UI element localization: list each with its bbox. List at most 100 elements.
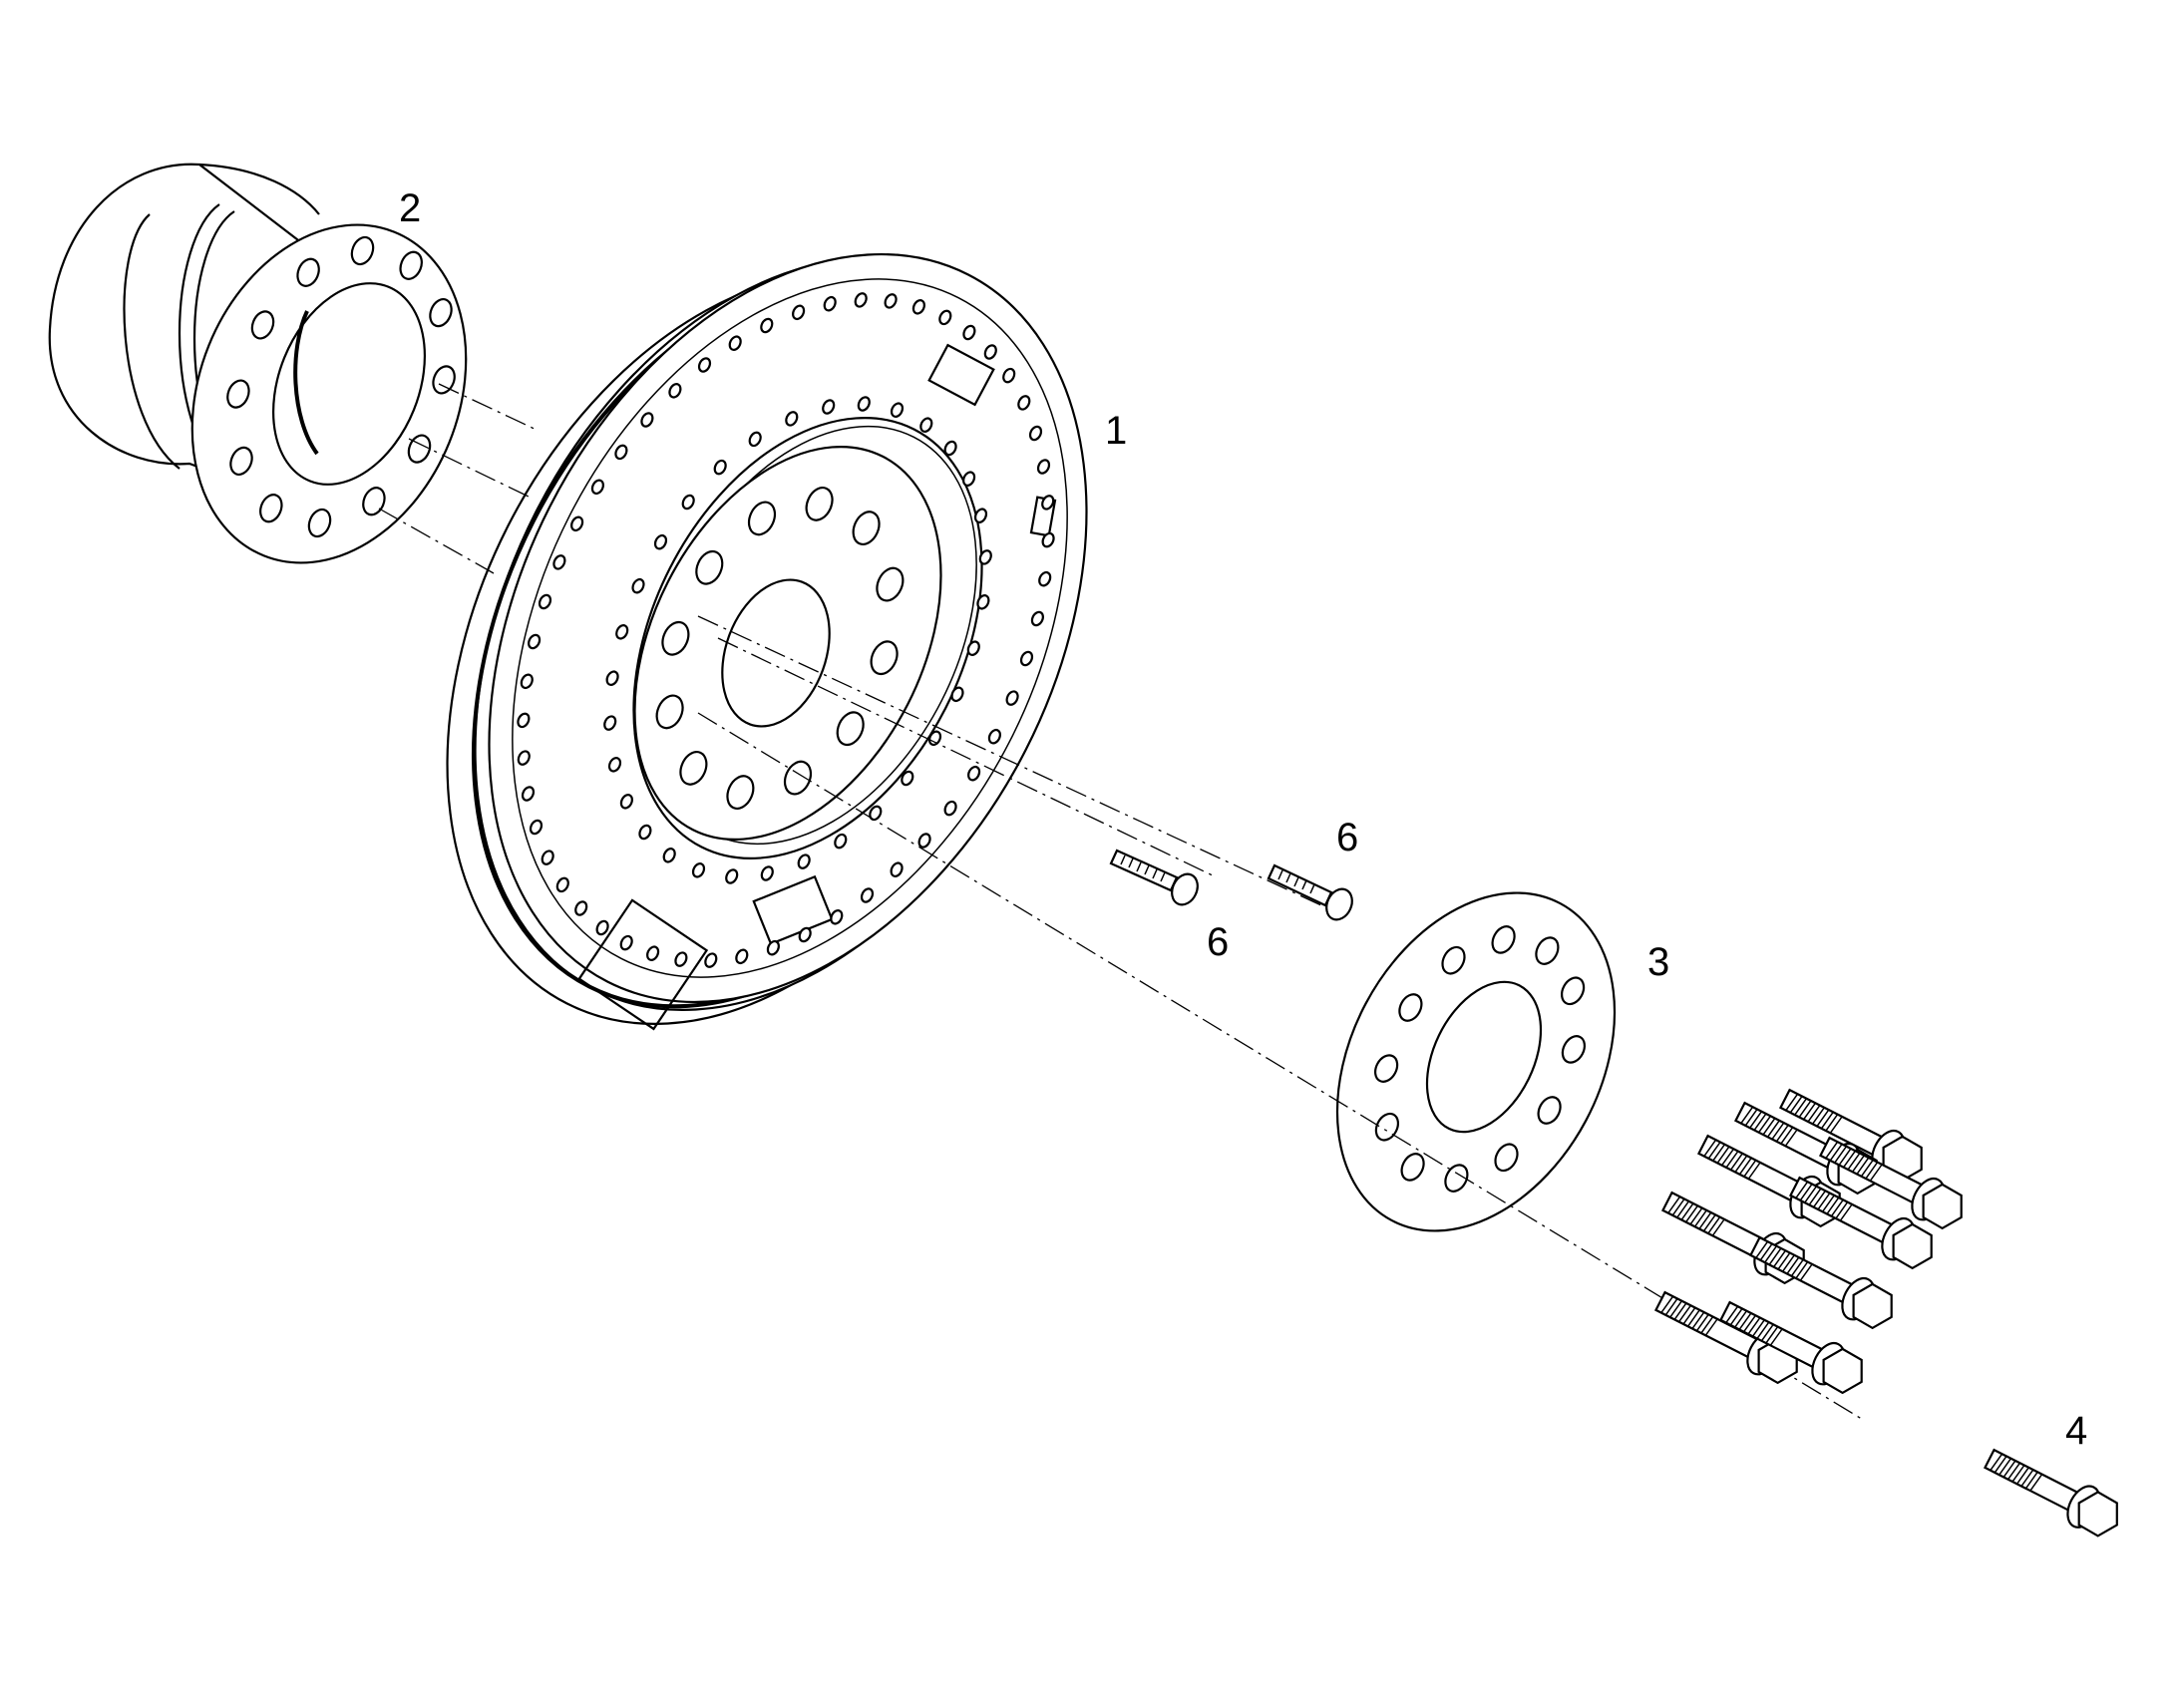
flywheel-rim-hole [595,919,609,936]
flywheel-inner-hole [852,511,881,545]
hub-hole [259,494,283,523]
flywheel-rim-hole [860,887,875,903]
flywheel-rim-hole [943,800,957,817]
washer-hole [1441,945,1466,975]
flywheel-rim-hole [590,479,604,496]
callout-part-2: 2 [399,186,421,230]
flywheel-rim-hole [1017,395,1031,411]
flywheel-inner-hole [661,620,690,656]
flywheel-hub-stud [943,440,957,457]
flywheel-rim-hole [517,712,531,729]
flywheel-rim-hole [911,299,925,315]
flywheel [446,252,1088,1031]
flywheel-rim-hole [938,309,952,326]
washer-hole [1373,1054,1399,1083]
flywheel-hub-stud [653,533,668,550]
flywheel-rim-hole [697,357,712,373]
flywheel-rim-hole [1002,367,1016,384]
flywheel-rim-hole [574,900,588,916]
washer-hole [1494,1143,1519,1173]
flywheel-bolt-holes [517,292,1055,968]
hub-hole [362,487,386,516]
bolt [1983,1448,2118,1537]
flywheel-rim-hole [1036,459,1051,475]
washer-hole [1444,1164,1469,1193]
flywheel-hub-stud [662,848,676,863]
flywheel-hub-stud [973,508,988,523]
flywheel-rim-hole [987,728,1001,745]
hub-bolt-holes [226,235,456,538]
bolt [1718,1300,1863,1395]
washer-hole [1560,976,1586,1006]
flywheel-rim-hole [792,304,806,321]
hub-hole [226,379,250,409]
flywheel-inner-hole [805,487,834,521]
flywheel-rim-hole [735,948,749,965]
flywheel-hub-stud [962,471,976,487]
single-bolt [1983,1448,2118,1537]
socket-screw-lower [1109,849,1199,906]
flywheel-rim-hole [1028,425,1043,442]
flywheel-inner-hole [870,640,899,676]
washer-hole [1398,993,1423,1022]
flywheel-hub-stud [760,865,774,881]
callout-part-4: 4 [2065,1409,2087,1453]
washer-plate [1335,891,1617,1232]
hub-hole [350,235,375,266]
flywheel-hub-stud [919,417,933,433]
flywheel-inner-hole [695,549,724,585]
flywheel-hub-stud [638,824,652,841]
flywheel-rim-hole [760,317,774,334]
flywheel-hub-stud [834,833,848,850]
hub-hole [229,446,253,477]
flywheel-rim-hole [1038,570,1052,587]
flywheel-inner-hole [783,760,813,796]
flywheel-hub-stud [748,431,762,448]
flywheel-rim-hole [983,344,997,360]
flywheel-hub-stud [785,411,799,427]
flywheel-inner-hole [836,711,865,747]
flywheel-rim-hole [823,295,837,312]
hub-hole [399,250,423,280]
hub-hole [250,310,275,340]
flywheel-rim-hole [668,383,682,399]
flywheel-rim-hole [528,633,542,650]
callout-part-6-lower: 6 [1207,920,1229,964]
hub-hole [296,257,320,287]
flywheel-hub-stud [890,402,905,418]
flywheel-inner-hole [876,566,905,602]
flywheel-rim-hole [1041,531,1055,548]
hub-hole [407,434,432,464]
flywheel-rim-hole [884,293,898,309]
flywheel-hub-stud [619,794,633,810]
flywheel-hub-stud [631,577,645,594]
flywheel-hub-stud [605,670,619,686]
flywheel-rim-hole [798,926,812,943]
flywheel-hub-stud [966,640,980,656]
flywheel-rim-hole [830,909,844,925]
flywheel-rim-hole [517,750,531,766]
callout-part-1: 1 [1105,409,1127,453]
flywheel-hub-stud [691,862,706,878]
flywheel-inner-hole [747,501,777,536]
bolt-group [1653,1088,1963,1395]
hub-hole [429,297,453,328]
flywheel-rim-hole [704,952,718,968]
flywheel-rim-hole [766,939,780,956]
flywheel-hub-stud [950,686,964,703]
socket-screw-upper [1267,863,1353,921]
flywheel-rim-hole [552,554,566,570]
flywheel-hub-stud [797,854,811,869]
flywheel-hub-stud [603,715,617,731]
flywheel-rim-hole [541,850,554,865]
flywheel-hub-stud [978,549,992,565]
flywheel-rim-hole [967,765,981,782]
flywheel-rim-hole [917,833,931,849]
flywheel-rim-hole [854,292,868,308]
hub-hole [432,365,456,395]
hub-cylinder [48,163,468,564]
flywheel-rim-hole [1041,495,1055,511]
flywheel-rim-hole [1030,610,1044,627]
flywheel-rim-hole [570,515,584,532]
